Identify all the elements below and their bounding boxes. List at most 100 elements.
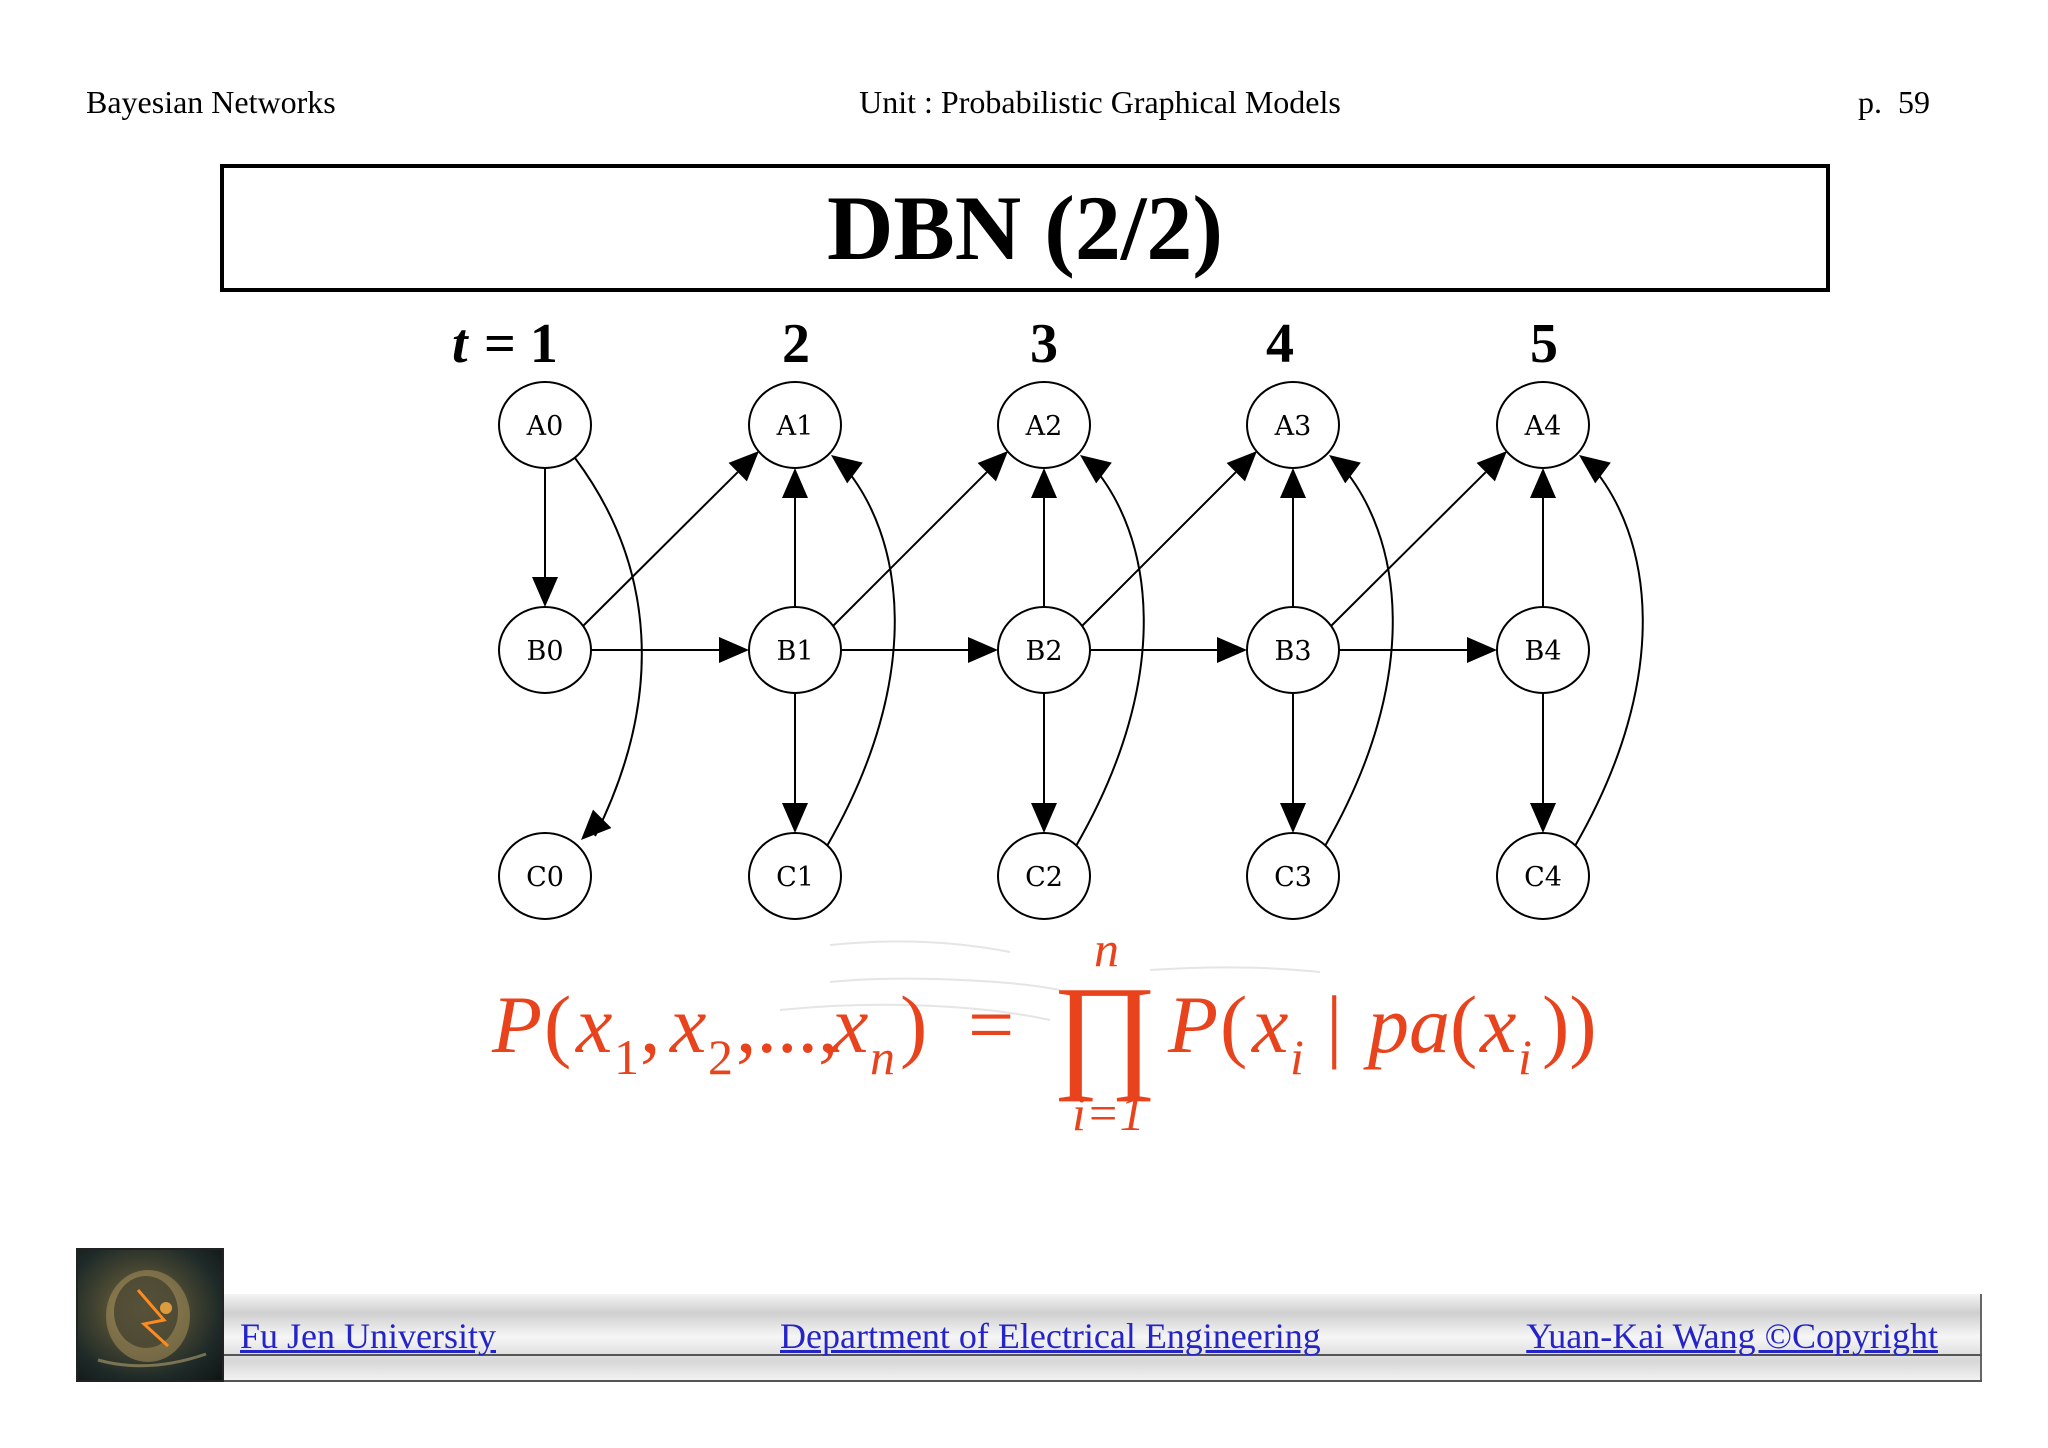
edge-a0-c0 <box>574 457 643 837</box>
time-label-1: = 1 <box>484 313 558 375</box>
edge-b2-a3-arrowhead <box>1226 451 1257 482</box>
node-b1-label: B1 <box>776 636 813 667</box>
node-c4-circle <box>1496 832 1590 920</box>
formula-xn: x <box>831 979 868 1070</box>
node-a1: A1 <box>748 381 842 469</box>
formula-rhs-open-paren: ( <box>1220 979 1247 1070</box>
formula-xi-1: x <box>1251 979 1288 1070</box>
formula-bar: | <box>1326 979 1342 1070</box>
formula-ellipsis: ,..., <box>736 979 839 1070</box>
university-logo-image <box>76 1248 224 1382</box>
skull-logo-icon <box>97 1270 207 1368</box>
edge-b2-a2-arrowhead <box>1031 468 1057 498</box>
formula-rhs-p: P <box>1167 979 1218 1070</box>
node-a0-label: A0 <box>526 411 564 442</box>
edge-c1-a1 <box>826 462 896 847</box>
edge-b4-c4-arrowhead <box>1530 803 1556 833</box>
edge-b1-c1-arrowhead <box>782 803 808 833</box>
footer-divider <box>222 1354 1982 1356</box>
node-b4-label: B4 <box>1524 636 1561 667</box>
formula-pa-open-paren: ( <box>1450 979 1477 1070</box>
node-a0-circle <box>498 381 592 469</box>
node-b2-label: B2 <box>1025 636 1062 667</box>
formula-comma-1: , <box>640 979 661 1070</box>
node-c3: C3 <box>1246 832 1340 920</box>
edge-c2-a2-arrowhead <box>1080 455 1112 484</box>
header-page-number: p. 59 <box>1858 82 1930 122</box>
node-b3-circle <box>1246 606 1340 694</box>
formula-background-smudge <box>779 940 1321 1021</box>
edge-b4-a4-arrowhead <box>1530 468 1556 498</box>
footer-department-link[interactable]: Department of Electrical Engineering <box>780 1316 1321 1356</box>
formula-sub-2: 2 <box>708 1029 733 1085</box>
node-a1-circle <box>748 381 842 469</box>
footer-author-link[interactable]: Yuan-Kai Wang ©Copyright <box>1526 1316 1938 1356</box>
node-b3-label: B3 <box>1274 636 1311 667</box>
edge-b0-b1-arrowhead <box>719 637 749 663</box>
node-b1: B1 <box>748 606 842 694</box>
node-b2: B2 <box>997 606 1091 694</box>
node-c1-circle <box>748 832 842 920</box>
node-c2-circle <box>997 832 1091 920</box>
time-label-2: 2 <box>782 313 810 375</box>
edge-b3-b4-arrowhead <box>1467 637 1497 663</box>
edge-b0-a1 <box>582 471 739 627</box>
node-a3-circle <box>1246 381 1340 469</box>
edge-b3-a3-arrowhead <box>1280 468 1306 498</box>
node-c4-label: C4 <box>1524 862 1562 893</box>
footer-university-link[interactable]: Fu Jen University <box>240 1316 496 1356</box>
page-prefix: p. <box>1858 84 1882 120</box>
page-number: 59 <box>1898 84 1930 120</box>
formula-product-symbol: ∏ <box>1052 960 1157 1102</box>
edge-b1-a1-arrowhead <box>782 468 808 498</box>
node-b3: B3 <box>1246 606 1340 694</box>
formula-sub-n: n <box>870 1029 895 1085</box>
time-label-3: 3 <box>1030 313 1058 375</box>
node-c1-label: C1 <box>776 862 814 893</box>
edge-c4-a4 <box>1574 462 1644 847</box>
formula-sub-i-2: i <box>1518 1029 1532 1085</box>
formula-rhs-close-parens: )) <box>1542 979 1597 1070</box>
node-c2-label: C2 <box>1025 862 1063 893</box>
node-c0-label: C0 <box>526 862 564 893</box>
node-c3-circle <box>1246 832 1340 920</box>
edge-b2-b3-arrowhead <box>1217 637 1247 663</box>
node-a2: A2 <box>997 381 1091 469</box>
edge-b0-a1-arrowhead <box>728 451 759 482</box>
edge-b2-c2-arrowhead <box>1031 803 1057 833</box>
time-label-5: 5 <box>1530 313 1558 375</box>
node-b0-circle <box>498 606 592 694</box>
edge-c4-a4-arrowhead <box>1579 455 1611 484</box>
node-c0: C0 <box>498 832 592 920</box>
header-unit-title: Unit : Probabilistic Graphical Models <box>859 84 1341 120</box>
edge-a0-b0-arrowhead <box>532 577 558 607</box>
edge-c2-a2 <box>1075 462 1145 847</box>
node-a4-circle <box>1496 381 1590 469</box>
node-c2: C2 <box>997 832 1091 920</box>
dbn-edges <box>544 457 1644 847</box>
header-course-name: Bayesian Networks <box>86 84 336 120</box>
edge-c1-a1-arrowhead <box>831 455 863 484</box>
formula-sub-1: 1 <box>614 1029 639 1085</box>
node-b4: B4 <box>1496 606 1590 694</box>
node-a4: A4 <box>1496 381 1590 469</box>
edge-b1-b2-arrowhead <box>968 637 998 663</box>
time-label-4: 4 <box>1266 313 1294 375</box>
node-b2-circle <box>997 606 1091 694</box>
dbn-arrowheads <box>532 451 1611 840</box>
node-c3-label: C3 <box>1274 862 1312 893</box>
edge-b3-a4 <box>1330 471 1487 627</box>
formula-equals: = <box>968 979 1014 1070</box>
formula-pa: pa <box>1363 979 1450 1070</box>
slide-title-box: DBN (2/2) <box>220 164 1830 292</box>
formula-sub-i-1: i <box>1290 1029 1304 1085</box>
slide-title: DBN (2/2) <box>826 177 1224 279</box>
edge-c3-a3-arrowhead <box>1329 455 1361 484</box>
footer-band <box>222 1294 1982 1380</box>
node-a2-circle <box>997 381 1091 469</box>
node-a2-label: A2 <box>1025 411 1063 442</box>
formula-x1: x <box>575 979 612 1070</box>
formula-x2: x <box>669 979 706 1070</box>
edge-b1-a2-arrowhead <box>977 451 1008 482</box>
